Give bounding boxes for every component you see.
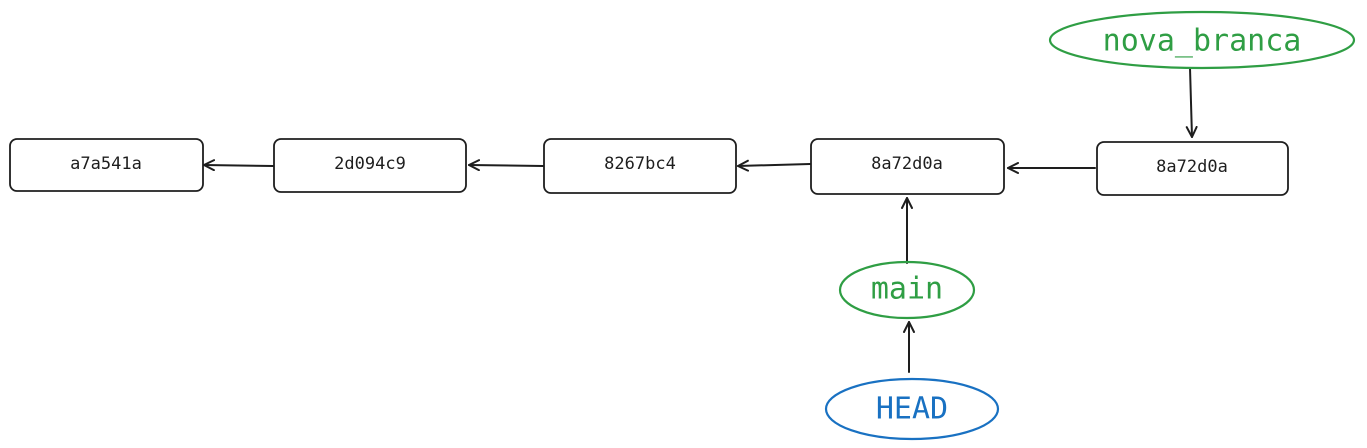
ref-head[interactable]: HEAD bbox=[824, 377, 1000, 441]
ref-nova-branca[interactable]: nova_branca bbox=[1048, 10, 1356, 70]
commit-hash: 8a72d0a bbox=[1156, 157, 1228, 177]
edges-layer bbox=[203, 67, 1198, 373]
commit-hash: a7a541a bbox=[70, 154, 142, 174]
edge-c2-to-c1 bbox=[203, 159, 274, 172]
edge-nova-branca-to-c5 bbox=[1185, 67, 1198, 138]
ref-main-label: main bbox=[871, 272, 943, 307]
commit-node[interactable]: 8a72d0a bbox=[1096, 141, 1289, 196]
ref-head-label: HEAD bbox=[876, 392, 948, 427]
commits-layer: a7a541a 2d094c9 8267bc4 8a72d0a 8a72d0a bbox=[9, 138, 1289, 196]
commit-hash: 2d094c9 bbox=[334, 154, 406, 174]
commit-node[interactable]: 8a72d0a bbox=[810, 138, 1005, 195]
commit-node[interactable]: 8267bc4 bbox=[543, 138, 737, 194]
refs-layer: nova_branca main HEAD bbox=[824, 10, 1356, 441]
edge-c4-to-c3 bbox=[737, 159, 811, 172]
ref-main[interactable]: main bbox=[838, 260, 976, 320]
commit-hash: 8267bc4 bbox=[604, 154, 676, 174]
commit-node[interactable]: 2d094c9 bbox=[273, 138, 467, 193]
commit-hash: 8a72d0a bbox=[871, 154, 943, 174]
commit-node[interactable]: a7a541a bbox=[9, 138, 204, 192]
edge-c3-to-c2 bbox=[468, 159, 544, 172]
ref-nova-branca-label: nova_branca bbox=[1103, 24, 1302, 59]
